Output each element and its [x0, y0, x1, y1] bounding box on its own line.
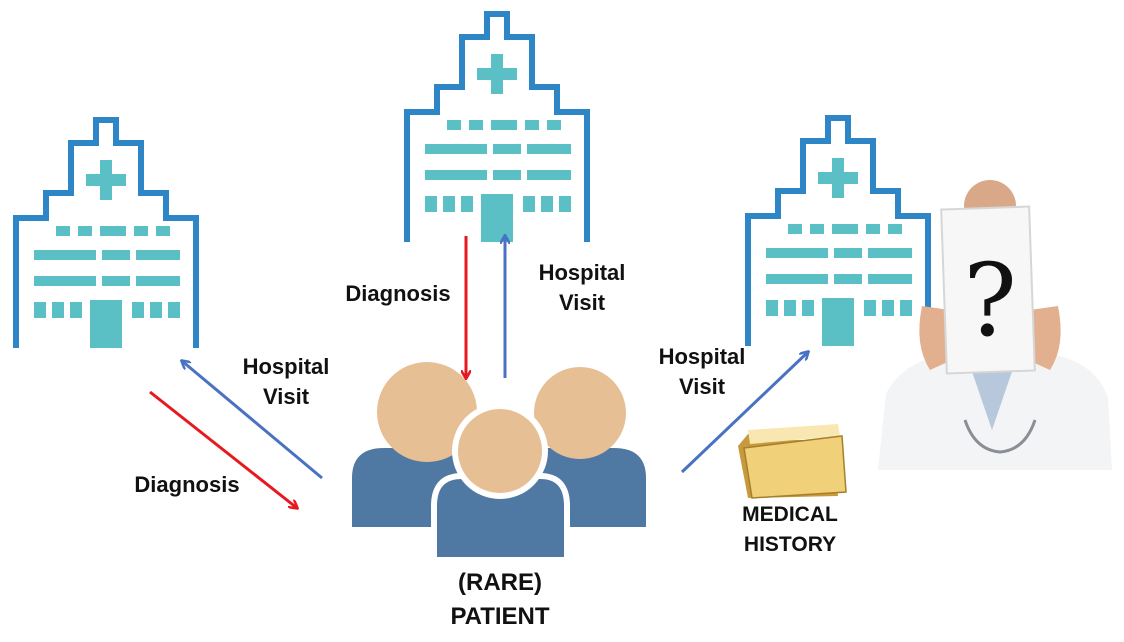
- patient-group-icon: [352, 362, 646, 563]
- hospital-right-icon: [748, 118, 928, 346]
- label-medical-history: MEDICAL HISTORY: [742, 503, 838, 556]
- label-patient: (RARE) PATIENT: [450, 569, 550, 630]
- folder-icon: [738, 424, 847, 499]
- label-left-diagnosis: Diagnosis: [134, 472, 240, 497]
- question-mark: ?: [963, 242, 1017, 359]
- doctor-with-question-sign-image: ?: [878, 180, 1112, 470]
- label-left-visit: Hospital Visit: [242, 354, 330, 409]
- arrow-visit-right: [680, 352, 808, 474]
- hospital-left-icon: [16, 120, 196, 348]
- arrow-diagnosis-left: [149, 390, 297, 508]
- hospital-top-icon: [407, 14, 587, 242]
- label-top-diagnosis: Diagnosis: [345, 281, 451, 306]
- arrow-visit-left: [182, 361, 323, 480]
- label-right-visit: Hospital Visit: [658, 344, 746, 399]
- label-top-visit: Hospital Visit: [538, 260, 626, 315]
